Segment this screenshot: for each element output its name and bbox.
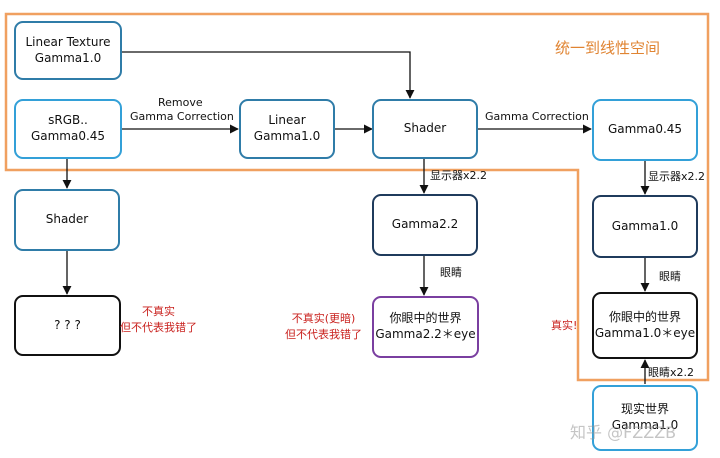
note-unreal-darker: 不真实(更暗) 但不代表我错了 [285,311,362,343]
note-line: 不真实 [142,305,175,318]
node-shader-left: Shader [14,189,120,251]
label-gamma-correction: Gamma Correction [485,110,589,123]
node-real-world: 现实世界 Gamma1.0 [592,385,698,451]
node-line: 你眼中的世界 [608,309,681,324]
note-line: 但不代表我错了 [285,327,362,341]
node-line: Gamma1.0 [611,218,679,233]
node-gamma10: Gamma1.0 [592,195,698,258]
node-linear-texture: Linear Texture Gamma1.0 [14,21,122,80]
node-line: Gamma0.45 [30,129,106,143]
node-line: 你眼中的世界 [389,311,462,326]
node-line: Gamma0.45 [607,122,683,137]
node-gamma22: Gamma2.2 [372,194,478,256]
note-real: 真实! [551,319,578,332]
label-eye-a: 眼睛 [440,266,462,279]
note-unreal: 不真实 但不代表我错了 [120,304,197,336]
label-display-a: 显示器x2.2 [430,169,488,182]
label-eye-b: 眼睛 [659,270,681,283]
node-shader-main: Shader [372,99,478,159]
label-remove-gamma-correction: Gamma Correction [130,110,234,123]
node-line: Gamma1.0 [253,129,321,143]
node-srgb: sRGB.. Gamma0.45 [14,99,122,159]
note-line: 但不代表我错了 [120,320,197,334]
node-line: ? ? ? [54,317,81,332]
node-gamma045: Gamma0.45 [592,99,698,161]
watermark: 知乎 @FZZZB [570,423,677,442]
node-unknown: ? ? ? [14,295,121,356]
node-world-seen-22: 你眼中的世界 Gamma2.2＊eye [372,296,479,358]
node-line: Linear Texture [25,34,111,49]
node-line: sRGB.. [48,113,88,128]
node-line: Shader [45,212,89,227]
node-line: Gamma2.2 [391,217,459,232]
node-line: Gamma1.0＊eye [594,325,696,340]
node-linear: Linear Gamma1.0 [239,99,335,159]
node-line: Gamma2.2＊eye [375,327,476,341]
label-eye-c: 眼睛x2.2 [648,366,695,379]
note-line: 不真实(更暗) [291,312,356,325]
node-line: Gamma1.0 [611,418,679,432]
node-line: 现实世界 [620,402,669,417]
linear-space-region [4,12,710,382]
node-line: Gamma1.0 [34,50,102,65]
label-remove: Remove [158,96,203,109]
arrow-texture-to-shader [121,51,415,99]
node-world-seen-10: 你眼中的世界 Gamma1.0＊eye [592,292,698,359]
region-label: 统一到线性空间 [555,39,661,57]
node-line: Linear [268,113,306,128]
label-display-b: 显示器x2.2 [648,170,706,183]
node-line: Shader [403,121,447,136]
